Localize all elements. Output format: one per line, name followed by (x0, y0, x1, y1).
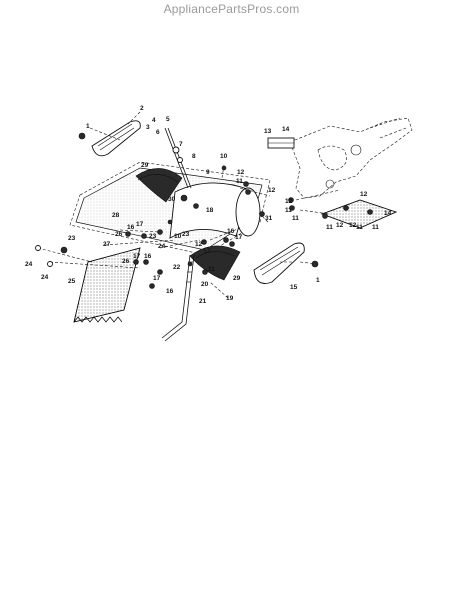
callout-16-d: 16 (166, 288, 174, 295)
callout-13: 13 (264, 128, 272, 135)
part-14-bracket-top (267, 137, 295, 149)
callout-23-c: 23 (68, 235, 76, 242)
transmission-housing (289, 117, 413, 199)
callout-15: 15 (290, 284, 298, 291)
callout-27: 27 (103, 241, 111, 248)
callout-26-a: 26 (115, 231, 123, 238)
callout-16-a: 16 (127, 224, 135, 231)
callout-12-e: 12 (336, 222, 344, 229)
callout-17-c: 17 (133, 253, 141, 260)
callout-1-right: 1 (316, 277, 320, 284)
callout-7: 7 (179, 141, 183, 148)
callout-11-c: 11 (292, 215, 299, 222)
callout-29-bottom: 29 (233, 275, 241, 282)
callout-5: 5 (166, 116, 170, 123)
callout-1-left: 1 (86, 123, 90, 130)
callout-12-f: 12 (349, 222, 357, 229)
part-29-disc-left (135, 168, 183, 203)
callout-24-a: 24 (158, 243, 166, 250)
callout-16-c: 16 (144, 253, 152, 260)
callout-8: 8 (192, 153, 196, 160)
callout-11-a: 11 (236, 178, 243, 185)
callout-23-b: 23 (182, 231, 190, 238)
callout-11-d: 11 (208, 266, 215, 273)
callout-29-top: 29 (141, 162, 149, 169)
depth-rod (164, 127, 192, 189)
callout-24-b: 24 (25, 261, 33, 268)
callout-11-b: 11 (285, 207, 292, 214)
callout-18: 18 (206, 207, 214, 214)
callout-21: 21 (199, 298, 207, 305)
callout-12-c: 12 (268, 187, 276, 194)
callout-12-b: 12 (285, 198, 293, 205)
callout-25: 25 (68, 278, 76, 285)
watermark: AppliancePartsPros.com (163, 2, 300, 16)
callout-17-b: 17 (235, 234, 243, 241)
callout-11-f: 11 (356, 224, 363, 231)
callout-12-g: 12 (360, 191, 368, 198)
callout-11-e: 11 (326, 224, 333, 231)
callout-14-right: 14 (384, 210, 392, 217)
callout-28: 28 (112, 212, 120, 219)
callout-24-c: 24 (41, 274, 49, 281)
part-callouts: 1 2 3 4 5 6 7 8 29 9 10 13 14 12 11 12 1… (25, 105, 392, 305)
hardware-nuts-bolts (78, 132, 328, 289)
callout-16-b: 16 (227, 228, 235, 235)
part-21-depth-bar (161, 254, 195, 342)
callout-26-b: 26 (122, 258, 130, 265)
callout-20: 20 (201, 281, 209, 288)
callout-19: 19 (226, 295, 234, 302)
part-25-drag-plate (73, 247, 141, 323)
callout-10-b: 10 (174, 233, 182, 240)
callout-17-a: 17 (136, 221, 144, 228)
callout-23-a: 23 (149, 233, 157, 240)
callout-12-d: 12 (195, 241, 203, 248)
tine-cylinder (169, 182, 261, 239)
callout-12-a: 12 (237, 169, 245, 176)
part-2-fender (91, 120, 141, 157)
callout-11-g: 11 (372, 224, 379, 231)
callout-2: 2 (140, 105, 144, 112)
callout-6: 6 (156, 129, 160, 136)
part-15-fender (253, 242, 305, 284)
callout-31: 31 (265, 215, 273, 222)
leader-lines (89, 111, 341, 299)
callout-17-d: 17 (153, 275, 161, 282)
part-14-bracket-right (320, 199, 398, 229)
callout-22: 22 (173, 264, 181, 271)
callout-10-top: 10 (220, 153, 228, 160)
callout-9: 9 (206, 169, 210, 176)
callout-4: 4 (152, 117, 156, 124)
callout-3: 3 (146, 124, 150, 131)
hinge-rod (35, 239, 176, 269)
callout-14-top: 14 (282, 126, 290, 133)
callout-30: 30 (168, 196, 176, 203)
